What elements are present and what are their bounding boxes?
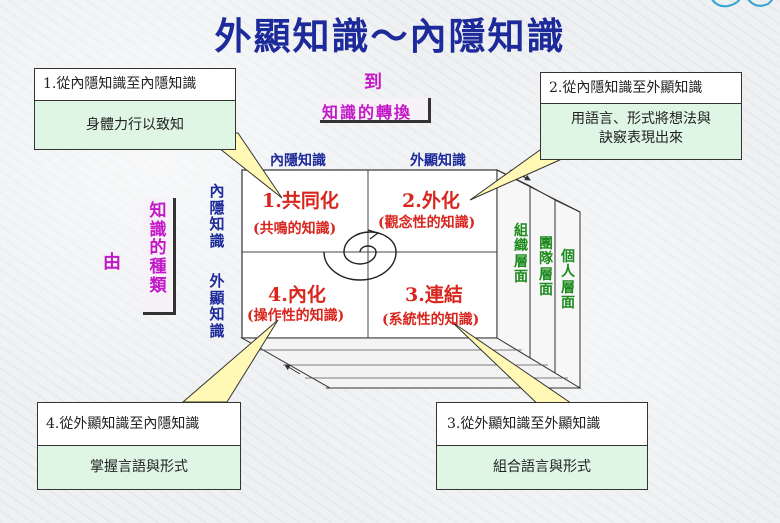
conversion-box xyxy=(320,98,431,123)
row-label-tacit: 內 隱 知 識 xyxy=(209,182,225,250)
row-label-explicit: 外 顯 知 識 xyxy=(209,272,225,340)
quadrant-externalization-title: 2.外化 xyxy=(402,190,460,212)
corner-logo xyxy=(711,0,774,8)
quadrant-combination-title: 3.連結 xyxy=(405,284,463,306)
box-2-body: 用語言、形式將想法與 訣竅表現出來 xyxy=(541,104,741,159)
quadrant-socialization-sub: (共鳴的知識) xyxy=(253,221,337,237)
quadrant-combination-sub: (系統性的知識) xyxy=(382,312,480,328)
conversion-label: 知識的轉換 xyxy=(322,103,413,122)
explanation-box-2: 2.從內隱知識至外顯知識 用語言、形式將想法與 訣竅表現出來 xyxy=(540,72,742,160)
box-4-body: 掌握言語與形式 xyxy=(38,446,240,489)
explanation-box-3: 3.從外顯知識至外顯知識 組合語言與形式 xyxy=(436,402,648,490)
explanation-box-4: 4.從外顯知識至內隱知識 掌握言語與形式 xyxy=(37,402,241,490)
label-to: 到 xyxy=(364,72,382,93)
quadrant-internalization-sub: (操作性的知識) xyxy=(247,308,345,324)
box-4-header: 4.從外顯知識至內隱知識 xyxy=(38,403,240,446)
quadrant-internalization-title: 4.內化 xyxy=(268,284,326,306)
page-title: 外顯知識～內隱知識 xyxy=(214,14,566,58)
bottom-depth xyxy=(240,337,582,389)
knowledge-spiral xyxy=(323,231,397,281)
callout-wedge-4 xyxy=(181,319,279,403)
explanation-box-1: 1.從內隱知識至內隱知識 身體力行以致知 xyxy=(34,68,236,150)
level-team: 團 隊 層 面 xyxy=(539,236,553,299)
col-header-tacit: 內隱知識 xyxy=(270,153,326,169)
box-3-header: 3.從外顯知識至外顯知識 xyxy=(437,403,647,446)
quadrant-socialization-title: 1.共同化 xyxy=(262,190,339,212)
label-from: 由 xyxy=(103,252,121,273)
level-organization: 組 織 層 面 xyxy=(514,223,528,286)
col-header-explicit: 外顯知識 xyxy=(410,153,466,169)
knowledge-types-box xyxy=(143,198,176,315)
box-3-body: 組合語言與形式 xyxy=(437,446,647,489)
level-individual: 個 人 層 面 xyxy=(561,249,575,312)
box-2-header: 2.從內隱知識至外顯知識 xyxy=(541,73,741,104)
quadrant-externalization-sub: (觀念性的知識) xyxy=(378,215,476,231)
box-1-body: 身體力行以致知 xyxy=(35,101,235,149)
knowledge-types-label: 知 識 的 種 類 xyxy=(149,201,167,296)
box-1-header: 1.從內隱知識至內隱知識 xyxy=(35,69,235,101)
